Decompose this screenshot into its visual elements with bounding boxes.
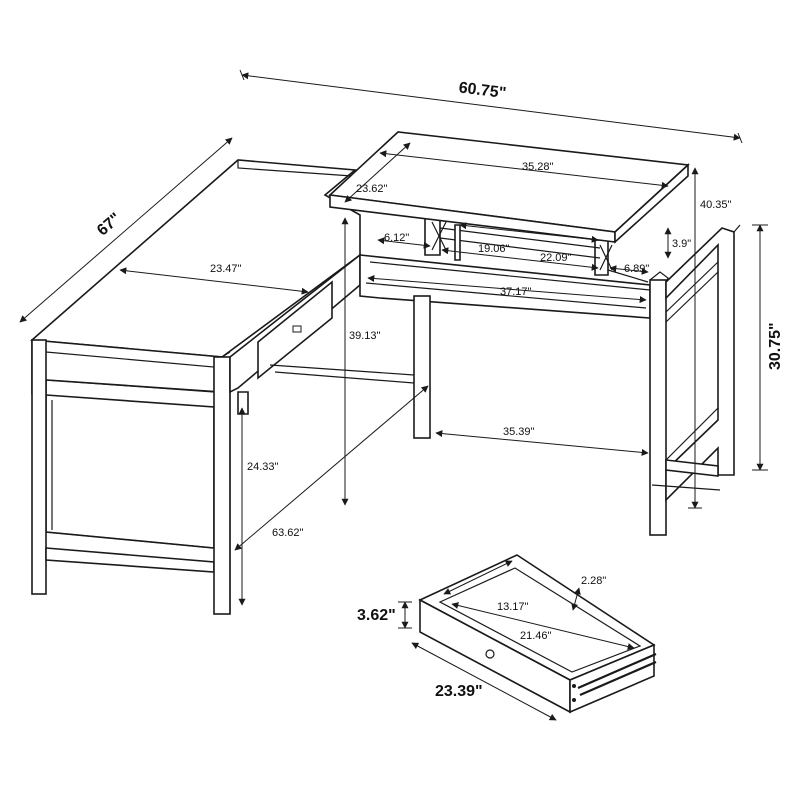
label-lift-top-width: 35.28" bbox=[522, 161, 554, 173]
front-right-leg bbox=[213, 356, 231, 615]
label-mechanism-right: 6.89" bbox=[624, 263, 649, 275]
return-drawer-knob[interactable] bbox=[292, 325, 302, 333]
label-drawer-width: 23.39" bbox=[435, 683, 483, 700]
label-return-depth: 23.47" bbox=[210, 263, 242, 275]
front-left-leg bbox=[31, 339, 47, 595]
drawer-knob[interactable] bbox=[485, 649, 495, 659]
label-mechanism-span: 22.09" bbox=[540, 252, 572, 264]
label-drawer-side-height: 2.28" bbox=[581, 575, 606, 587]
label-knee-height: 24.33" bbox=[247, 461, 279, 473]
right-side-frame bbox=[665, 227, 735, 502]
main-front-leg-right bbox=[649, 279, 667, 536]
label-drawer-inner-depth: 21.46" bbox=[520, 630, 552, 642]
label-lift-height-max: 40.35" bbox=[700, 199, 732, 211]
label-underside-height: 39.13" bbox=[349, 330, 381, 342]
label-leg-span: 35.39" bbox=[503, 426, 535, 438]
label-return-length: 63.62" bbox=[272, 527, 304, 539]
main-front-leg-left bbox=[413, 295, 431, 439]
label-drawer-height: 3.62" bbox=[357, 607, 396, 624]
label-mechanism-inner: 19.06" bbox=[478, 243, 510, 255]
dimension-labels: 60.75" 67" 35.28" 23.62" 40.35" 3.9" 30.… bbox=[94, 79, 784, 700]
label-return-inner-width: 37.17" bbox=[500, 286, 532, 298]
label-drawer-inner-width: 13.17" bbox=[497, 601, 529, 613]
left-side-panel bbox=[45, 394, 215, 549]
label-desk-height: 30.75" bbox=[767, 322, 784, 370]
label-mechanism-left: 6.12" bbox=[384, 232, 409, 244]
label-lift-rise: 3.9" bbox=[672, 238, 691, 250]
dimension-lines bbox=[19, 69, 768, 721]
label-lift-top-depth: 23.62" bbox=[356, 183, 388, 195]
label-overall-width: 60.75" bbox=[458, 79, 507, 102]
